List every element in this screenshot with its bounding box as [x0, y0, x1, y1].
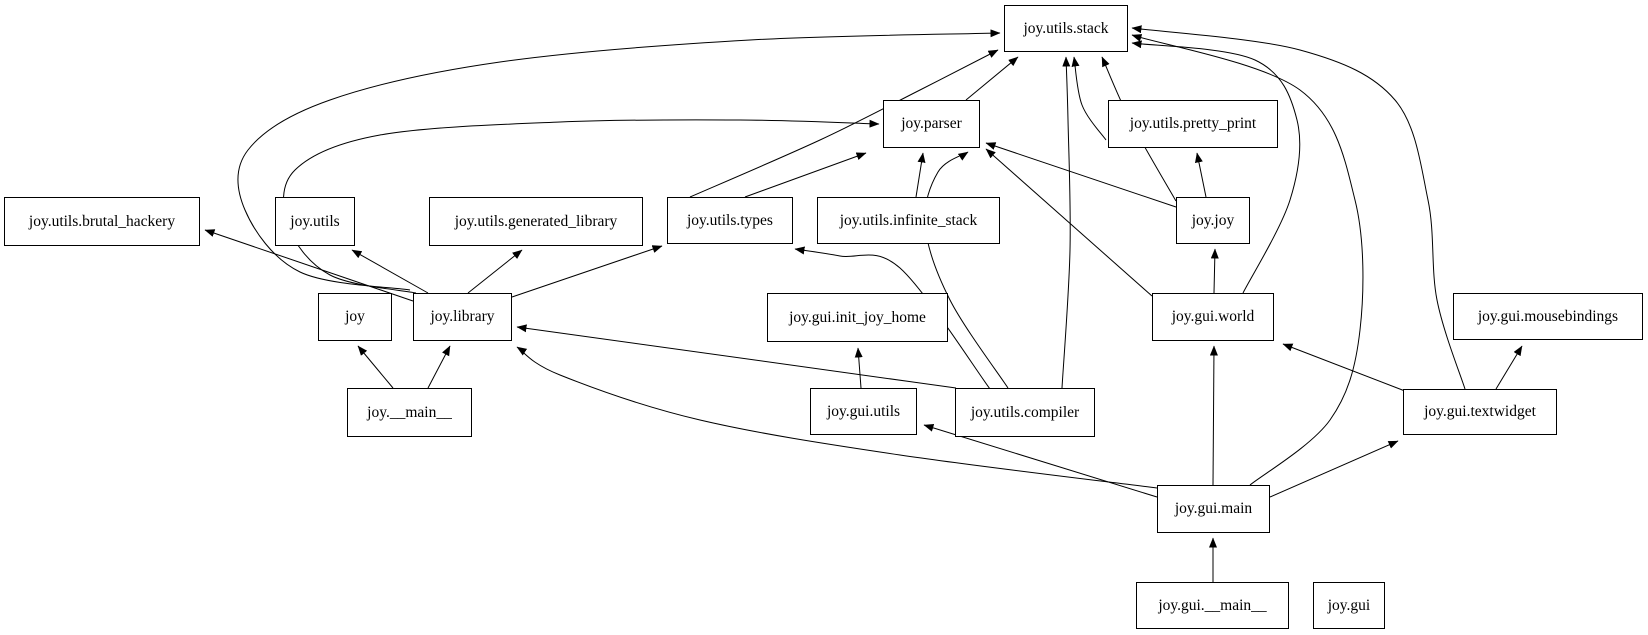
- edge-compiler-types: [794, 246, 991, 390]
- node-joyjoy: joy.joy: [1176, 197, 1250, 244]
- edge-textwidget-mousebindings: [1495, 345, 1523, 390]
- graph-node-label: joy.utils.generated_library: [454, 212, 618, 230]
- edge-compiler-parser: [924, 151, 1009, 389]
- node-pretty_print: joy.utils.pretty_print: [1108, 100, 1278, 148]
- node-brutal_hackery: joy.utils.brutal_hackery: [4, 197, 200, 246]
- edge-gui_main-library: [516, 346, 1158, 489]
- graph-node-label: joy.__main__: [367, 403, 452, 421]
- edge-main_-joy: [357, 345, 394, 389]
- graph-node-label: joy.gui.textwidget: [1424, 403, 1536, 420]
- graph-node-label: joy.gui.main: [1174, 500, 1253, 517]
- edge-library-parser: [283, 119, 880, 294]
- edge-types-parser: [744, 152, 867, 198]
- node-parser: joy.parser: [883, 100, 980, 148]
- edge-gui_main-textwidget: [1269, 440, 1399, 498]
- graph-node-label: joy.utils.stack: [1023, 19, 1109, 37]
- edge-world-joyjoy: [1210, 248, 1219, 294]
- graph-node-label: joy.gui.utils: [826, 402, 901, 420]
- node-world: joy.gui.world: [1152, 293, 1274, 341]
- graph-node-label: joy.utils.infinite_stack: [839, 211, 978, 229]
- edge-gui_main-stack: [1131, 34, 1364, 486]
- edge-library-stack: [237, 29, 1001, 291]
- edge-textwidget-world: [1282, 343, 1406, 392]
- node-mousebindings: joy.gui.mousebindings: [1453, 293, 1643, 340]
- edge-main_-library: [427, 345, 451, 389]
- edge-gui_utils-init_joy_home: [854, 347, 863, 389]
- edge-types-stack: [689, 49, 999, 198]
- edge-gui_main-world: [1209, 345, 1218, 486]
- graph-node-label: joy.utils: [290, 212, 340, 230]
- node-library: joy.library: [413, 293, 512, 341]
- graph-node-label: joy.utils.compiler: [970, 403, 1080, 421]
- graph-node-label: joy.gui.mousebindings: [1477, 307, 1619, 325]
- edge-library-genlib: [467, 249, 523, 294]
- graph-node-label: joy.utils.types: [687, 211, 773, 229]
- graph-node-label: joy.utils.brutal_hackery: [28, 212, 176, 230]
- edge-infinite-parser: [915, 152, 926, 198]
- node-gui_utils: joy.gui.utils: [810, 388, 917, 435]
- graph-node-label: joy.library: [430, 308, 495, 325]
- edge-library-brutal_hackery: [204, 229, 414, 302]
- edge-library-types: [511, 245, 663, 298]
- node-compiler: joy.utils.compiler: [955, 388, 1095, 437]
- graph-node-label: joy.utils.pretty_print: [1129, 115, 1257, 132]
- node-main_: joy.__main__: [347, 388, 472, 437]
- edge-compiler-stack: [1061, 56, 1071, 389]
- edge-group: [204, 25, 1523, 582]
- edge-pretty_print-stack: [1071, 56, 1107, 141]
- graph-node-label: joy.joy: [1191, 211, 1235, 229]
- node-init_joy_home: joy.gui.init_joy_home: [767, 293, 948, 342]
- node-joy: joy: [318, 293, 392, 341]
- edge-joyjoy-parser: [985, 142, 1177, 208]
- graph-node-label: joy.gui: [1327, 596, 1371, 614]
- graph-node-label: joy.gui.init_joy_home: [789, 308, 926, 326]
- graph-node-label: joy.parser: [901, 115, 962, 132]
- edge-joyjoy-pretty_print: [1194, 152, 1207, 198]
- edge-gui_main-gui_utils: [923, 423, 1158, 498]
- edge-compiler-library: [516, 324, 957, 389]
- node-utils: joy.utils: [275, 197, 355, 246]
- node-gui_main_: joy.gui.__main__: [1136, 582, 1289, 629]
- node-gui: joy.gui: [1313, 582, 1385, 629]
- node-textwidget: joy.gui.textwidget: [1403, 389, 1557, 435]
- edge-world-parser: [985, 148, 1153, 297]
- graph-node-label: joy.gui.__main__: [1158, 596, 1267, 614]
- edge-parser-stack: [965, 56, 1019, 101]
- node-infinite: joy.utils.infinite_stack: [817, 197, 1000, 244]
- node-gui_main: joy.gui.main: [1157, 485, 1270, 533]
- node-stack: joy.utils.stack: [1004, 5, 1128, 52]
- edge-library-utils: [351, 249, 429, 294]
- node-types: joy.utils.types: [667, 197, 793, 244]
- graph-node-label: joy.gui.world: [1171, 308, 1255, 325]
- graph-node-label: joy: [345, 308, 365, 325]
- node-genlib: joy.utils.generated_library: [429, 197, 643, 246]
- edge-world-stack: [1131, 40, 1301, 294]
- edge-textwidget-stack: [1131, 25, 1466, 390]
